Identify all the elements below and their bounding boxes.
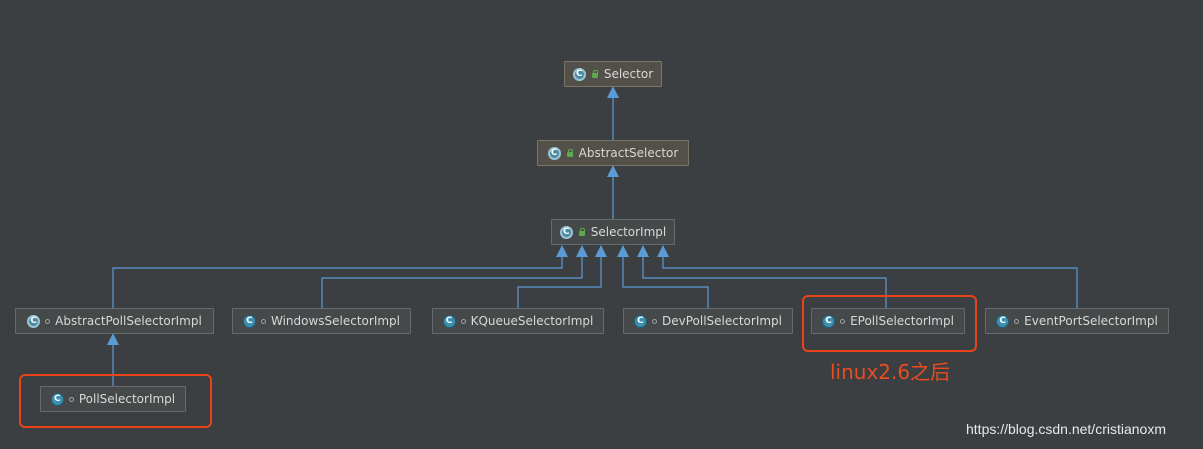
node-devpoll-selector-impl[interactable]: C DevPollSelectorImpl <box>623 308 793 334</box>
package-private-circle-icon <box>460 318 466 324</box>
class-c-icon: C <box>822 314 836 328</box>
highlight-poll-selector-impl <box>19 374 212 428</box>
node-label: SelectorImpl <box>590 225 667 239</box>
arrowhead-selector <box>607 86 619 98</box>
node-label: WindowsSelectorImpl <box>270 314 401 328</box>
class-c-icon: C <box>242 314 256 328</box>
class-c-icon: C <box>996 314 1010 328</box>
class-c-icon: C <box>442 314 456 328</box>
node-epoll-selector-impl[interactable]: C EPollSelectorImpl <box>811 308 965 334</box>
arrowhead-selectorimpl-3 <box>595 245 607 257</box>
highlight-epoll-selector-impl <box>802 295 977 352</box>
abstract-class-c-icon: C <box>559 225 573 239</box>
arrowhead-selectorimpl-2 <box>576 245 588 257</box>
node-label: Selector <box>603 67 654 81</box>
public-lock-icon <box>566 149 574 157</box>
edge-kqueue-selectorimpl <box>517 257 602 308</box>
class-c-icon: C <box>50 392 64 406</box>
node-label: KQueueSelectorImpl <box>470 314 594 328</box>
arrowhead-abstractpoll <box>107 333 119 345</box>
package-private-circle-icon <box>1014 318 1020 324</box>
package-private-circle-icon <box>45 318 51 324</box>
public-lock-icon <box>578 228 586 236</box>
epoll-annotation: linux2.6之后 <box>830 360 951 384</box>
arrowhead-selectorimpl-5 <box>637 245 649 257</box>
abstract-class-c-icon: C <box>547 146 561 160</box>
node-kqueue-selector-impl[interactable]: C KQueueSelectorImpl <box>432 308 604 334</box>
edge-eventport-selectorimpl <box>662 257 1078 308</box>
package-private-circle-icon <box>68 396 74 402</box>
node-label: AbstractPollSelectorImpl <box>55 314 202 328</box>
node-label: AbstractSelector <box>578 146 679 160</box>
package-private-circle-icon <box>651 318 657 324</box>
node-eventport-selector-impl[interactable]: C EventPortSelectorImpl <box>985 308 1169 334</box>
package-private-circle-icon <box>260 318 266 324</box>
edge-devpoll-selectorimpl <box>622 257 709 308</box>
node-abstract-poll-selector-impl[interactable]: C AbstractPollSelectorImpl <box>15 308 214 334</box>
node-windows-selector-impl[interactable]: C WindowsSelectorImpl <box>232 308 411 334</box>
edge-abstractpoll-selectorimpl <box>112 257 563 308</box>
node-abstract-selector[interactable]: C AbstractSelector <box>537 140 689 166</box>
abstract-class-c-icon: C <box>27 314 41 328</box>
public-lock-icon <box>591 70 599 78</box>
node-label: EventPortSelectorImpl <box>1024 314 1158 328</box>
node-label: EPollSelectorImpl <box>850 314 954 328</box>
node-label: DevPollSelectorImpl <box>661 314 783 328</box>
package-private-circle-icon <box>840 318 846 324</box>
edge-epoll-selectorimpl <box>642 257 887 308</box>
node-selector[interactable]: C Selector <box>564 61 662 87</box>
watermark: https://blog.csdn.net/cristianoxm <box>966 421 1166 437</box>
abstract-class-c-icon: C <box>572 67 586 81</box>
arrowhead-selectorimpl-4 <box>617 245 629 257</box>
edge-windows-selectorimpl <box>321 257 583 308</box>
arrowhead-selectorimpl-6 <box>657 245 669 257</box>
arrowhead-selectorimpl-1 <box>556 245 568 257</box>
arrowhead-abstractselector <box>607 165 619 177</box>
node-label: PollSelectorImpl <box>78 392 176 406</box>
class-c-icon: C <box>633 314 647 328</box>
node-selector-impl[interactable]: C SelectorImpl <box>551 219 675 245</box>
node-poll-selector-impl[interactable]: C PollSelectorImpl <box>40 386 186 412</box>
